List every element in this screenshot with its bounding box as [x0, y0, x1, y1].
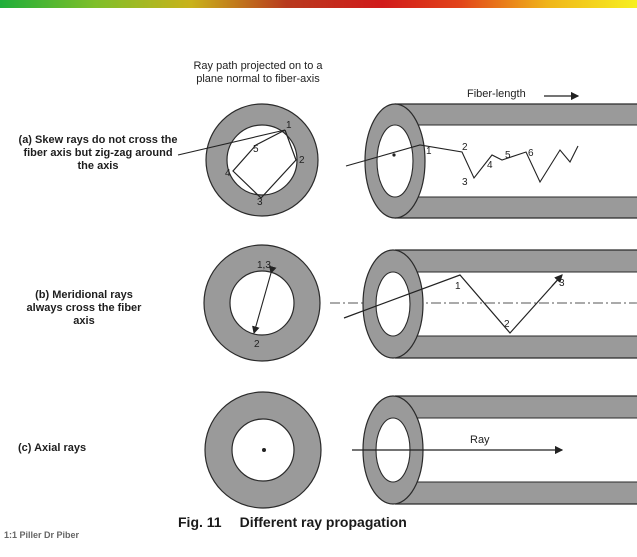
meridional-rays-label: (b) Meridional rays always cross the fib…	[26, 289, 142, 327]
meridional-tube-point-1: 1	[455, 281, 461, 292]
meridional-tube-point-2: 2	[504, 319, 510, 330]
skew-point-1: 1	[286, 120, 292, 131]
fiber-length-label: Fiber-length	[467, 88, 526, 100]
skew-projected-path	[232, 129, 297, 199]
skew-point-2: 2	[299, 155, 305, 166]
skew-tube-point-6: 6	[528, 148, 534, 159]
axial-fiber-tube	[352, 395, 637, 505]
skew-entry-ray	[177, 129, 286, 156]
skew-cross-section	[177, 103, 319, 217]
meridional-fiber-tube	[343, 249, 637, 359]
figure-caption-text: Different ray propagation	[239, 514, 407, 530]
skew-tube-point-4: 4	[487, 160, 493, 171]
skew-fiber-tube	[345, 103, 637, 219]
skew-tube-point-3: 3	[462, 177, 468, 188]
skew-tube-point-1: 1	[426, 146, 432, 157]
skew-tube-point-5: 5	[505, 150, 511, 161]
skew-zigzag-path	[345, 144, 579, 184]
skew-point-5: 5	[253, 144, 259, 155]
top-color-bar	[0, 0, 637, 8]
skew-rays-label: (a) Skew rays do not cross the fiber axi…	[18, 134, 178, 172]
meridional-tube-point-3: 3	[559, 278, 565, 289]
skew-point-4: 4	[225, 168, 231, 179]
meridional-circle-label-2: 2	[254, 339, 260, 350]
figure-caption: Fig. 11 Different ray propagation	[178, 514, 407, 530]
skew-point-3: 3	[257, 197, 263, 208]
projection-title: Ray path projected on to a plane normal …	[193, 60, 323, 85]
skew-tube-point-2: 2	[462, 142, 468, 153]
corner-text: 1:1 Piller Dr Piber	[4, 530, 80, 540]
axial-cross-section	[204, 391, 322, 509]
meridional-circle-label-13: 1,3	[257, 260, 271, 271]
figure-number: Fig. 11	[178, 514, 222, 530]
axial-rays-label: (c) Axial rays	[18, 442, 87, 454]
meridional-zigzag-path	[343, 274, 563, 334]
axial-center-dot	[262, 448, 266, 452]
meridional-projected-path	[252, 265, 277, 335]
axial-ray-label: Ray	[470, 434, 490, 446]
meridional-cross-section	[203, 244, 321, 362]
